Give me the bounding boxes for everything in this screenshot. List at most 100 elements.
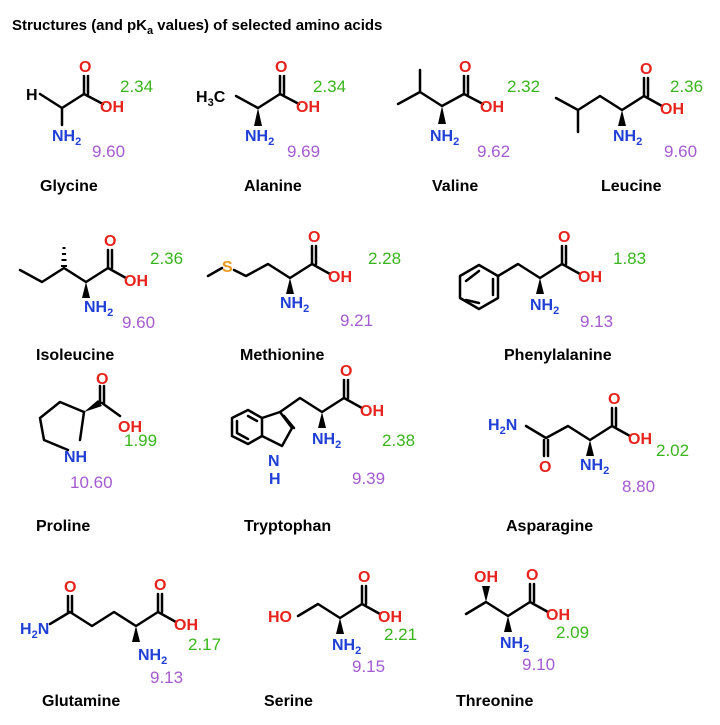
- threonine-name: Threonine: [456, 693, 533, 710]
- glutamine-amide-o: O: [64, 579, 76, 596]
- phenylalanine-structure: O OH NH2: [458, 229, 602, 317]
- serine-name: Serine: [264, 693, 313, 710]
- leucine-name: Leucine: [601, 178, 662, 195]
- asparagine-amide-o: O: [539, 459, 551, 476]
- tryptophan-amine: NH2: [312, 431, 341, 451]
- leucine-amine: NH2: [613, 128, 642, 148]
- isoleucine-name: Isoleucine: [36, 347, 114, 364]
- alanine-pka-cooh: 2.34: [313, 77, 346, 96]
- alanine-carbonyl-o: O: [275, 59, 287, 76]
- serine-pka-nh3: 9.15: [352, 657, 385, 676]
- proline-pka-cooh: 1.99: [124, 431, 157, 450]
- methionine-name: Methionine: [240, 347, 325, 364]
- leucine-carbonyl-o: O: [640, 61, 652, 78]
- figure-title: Structures (and pKa values) of selected …: [12, 17, 382, 37]
- phenylalanine-pka-nh3: 9.13: [580, 312, 613, 331]
- isoleucine-pka-nh3: 9.60: [122, 313, 155, 332]
- alanine-name: Alanine: [244, 178, 302, 195]
- leucine-structure: O OH NH2: [554, 61, 684, 148]
- phenylalanine-name: Phenylalanine: [504, 347, 612, 364]
- valine-structure: O OH NH2: [396, 59, 504, 148]
- glutamine-amine: NH2: [138, 647, 167, 667]
- methionine-structure: S O OH NH2: [206, 229, 352, 315]
- proline-nh: NH: [64, 449, 87, 466]
- valine-hydroxyl: OH: [480, 99, 504, 116]
- isoleucine-structure: O OH NH2: [18, 233, 148, 319]
- proline-hydroxyl: OH: [118, 419, 142, 436]
- asparagine-pka-cooh: 2.02: [656, 441, 689, 460]
- methionine-pka-nh3: 9.21: [340, 311, 373, 330]
- tryptophan-structure: N H O OH NH2: [230, 363, 384, 488]
- alanine-structure: H3C O OH NH2: [196, 59, 320, 148]
- asparagine-name: Asparagine: [506, 518, 593, 535]
- proline-pka-nh3: 10.60: [70, 473, 113, 492]
- glycine-hydroxyl: OH: [100, 99, 124, 116]
- threonine-pka-nh3: 9.10: [522, 655, 555, 674]
- isoleucine-amine: NH2: [84, 299, 113, 319]
- tryptophan-carbonyl-o: O: [340, 363, 352, 380]
- proline-name: Proline: [36, 518, 90, 535]
- threonine-side-hydroxyl: OH: [474, 569, 498, 586]
- asparagine-amide-n: H2N: [488, 417, 517, 437]
- methionine-hydroxyl: OH: [328, 269, 352, 286]
- serine-pka-cooh: 2.21: [384, 625, 417, 644]
- tryptophan-pka-nh3: 9.39: [352, 469, 385, 488]
- serine-structure: HO O OH NH2: [268, 569, 402, 657]
- leucine-pka-cooh: 2.36: [670, 77, 703, 96]
- tryptophan-pka-cooh: 2.38: [382, 431, 415, 450]
- methionine-carbonyl-o: O: [308, 229, 320, 246]
- phenylalanine-hydroxyl: OH: [578, 269, 602, 286]
- glycine-carbonyl-o: O: [79, 59, 91, 76]
- glycine-amine: NH2: [52, 128, 81, 148]
- serine-side-hydroxyl: HO: [268, 609, 292, 626]
- alanine-amine: NH2: [245, 128, 274, 148]
- valine-pka-cooh: 2.32: [507, 77, 540, 96]
- leucine-pka-nh3: 9.60: [664, 142, 697, 161]
- glutamine-name: Glutamine: [42, 693, 120, 710]
- glycine-name: Glycine: [40, 178, 98, 195]
- valine-name: Valine: [432, 178, 478, 195]
- serine-carbonyl-o: O: [358, 569, 370, 586]
- asparagine-pka-nh3: 8.80: [622, 477, 655, 496]
- glycine-structure: H O OH NH2: [26, 59, 124, 148]
- threonine-hydroxyl: OH: [546, 607, 570, 624]
- asparagine-hydroxyl: OH: [628, 431, 652, 448]
- methionine-sulfur: S: [222, 259, 233, 276]
- phenylalanine-pka-cooh: 1.83: [613, 249, 646, 268]
- glutamine-carbonyl-o: O: [154, 577, 166, 594]
- glutamine-pka-cooh: 2.17: [188, 635, 221, 654]
- tryptophan-name: Tryptophan: [244, 518, 331, 535]
- valine-carbonyl-o: O: [459, 59, 471, 76]
- tryptophan-hydroxyl: OH: [360, 403, 384, 420]
- proline-carbonyl-o: O: [96, 371, 108, 388]
- leucine-hydroxyl: OH: [660, 101, 684, 118]
- tryptophan-indole-h: H: [269, 471, 281, 488]
- alanine-hydroxyl: OH: [296, 99, 320, 116]
- glutamine-amide-n: H2N: [20, 621, 49, 641]
- methionine-amine: NH2: [280, 295, 309, 315]
- asparagine-amine: NH2: [580, 457, 609, 477]
- isoleucine-carbonyl-o: O: [104, 233, 116, 250]
- asparagine-carbonyl-o: O: [608, 391, 620, 408]
- glutamine-pka-nh3: 9.13: [150, 668, 183, 687]
- glycine-pka-nh3: 9.60: [92, 142, 125, 161]
- valine-pka-nh3: 9.62: [477, 142, 510, 161]
- proline-structure: O OH NH: [38, 371, 142, 466]
- valine-amine: NH2: [430, 128, 459, 148]
- threonine-structure: OH O OH NH2: [464, 567, 570, 655]
- alanine-methyl: H3C: [196, 89, 226, 109]
- serine-amine: NH2: [332, 637, 361, 657]
- isoleucine-hydroxyl: OH: [124, 273, 148, 290]
- phenylalanine-amine: NH2: [530, 297, 559, 317]
- glutamine-hydroxyl: OH: [174, 617, 198, 634]
- serine-hydroxyl: OH: [378, 609, 402, 626]
- glycine-pka-cooh: 2.34: [120, 77, 153, 96]
- tryptophan-indole-n: N: [268, 453, 280, 470]
- phenylalanine-carbonyl-o: O: [558, 229, 570, 246]
- asparagine-structure: H2N O O OH NH2: [488, 391, 652, 477]
- alanine-pka-nh3: 9.69: [287, 142, 320, 161]
- threonine-amine: NH2: [500, 635, 529, 655]
- threonine-carbonyl-o: O: [526, 567, 538, 584]
- methionine-pka-cooh: 2.28: [368, 249, 401, 268]
